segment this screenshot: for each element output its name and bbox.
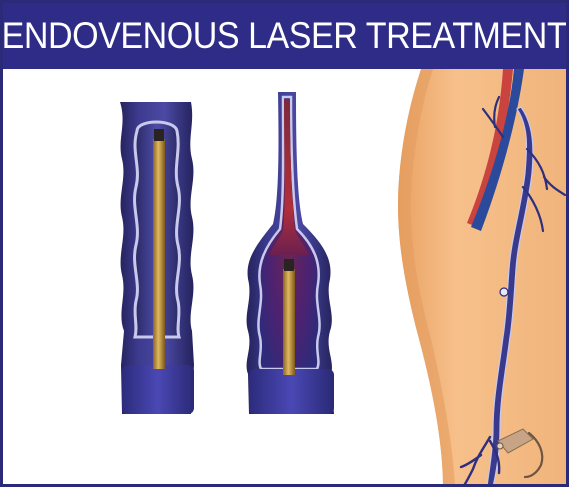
page-title: ENDOVENOUS LASER TREATMENT — [2, 15, 568, 57]
vein-cuff-bottom — [249, 369, 334, 414]
catheter-entry-point — [497, 443, 503, 449]
laser-fiber-tip — [284, 259, 294, 271]
leg-skin — [398, 69, 566, 487]
title-bar: ENDOVENOUS LASER TREATMENT — [3, 3, 566, 69]
illustration-canvas — [3, 69, 566, 487]
leg-illustration — [398, 69, 566, 487]
vein-cuff-bottom — [122, 365, 194, 414]
treated-vein-illustration — [247, 92, 334, 414]
laser-fiber-icon — [153, 139, 165, 369]
laser-fiber-icon — [283, 269, 295, 375]
vein-valve-marker — [500, 288, 508, 296]
laser-fiber-tip — [154, 129, 164, 141]
untreated-vein-illustration — [120, 102, 194, 414]
